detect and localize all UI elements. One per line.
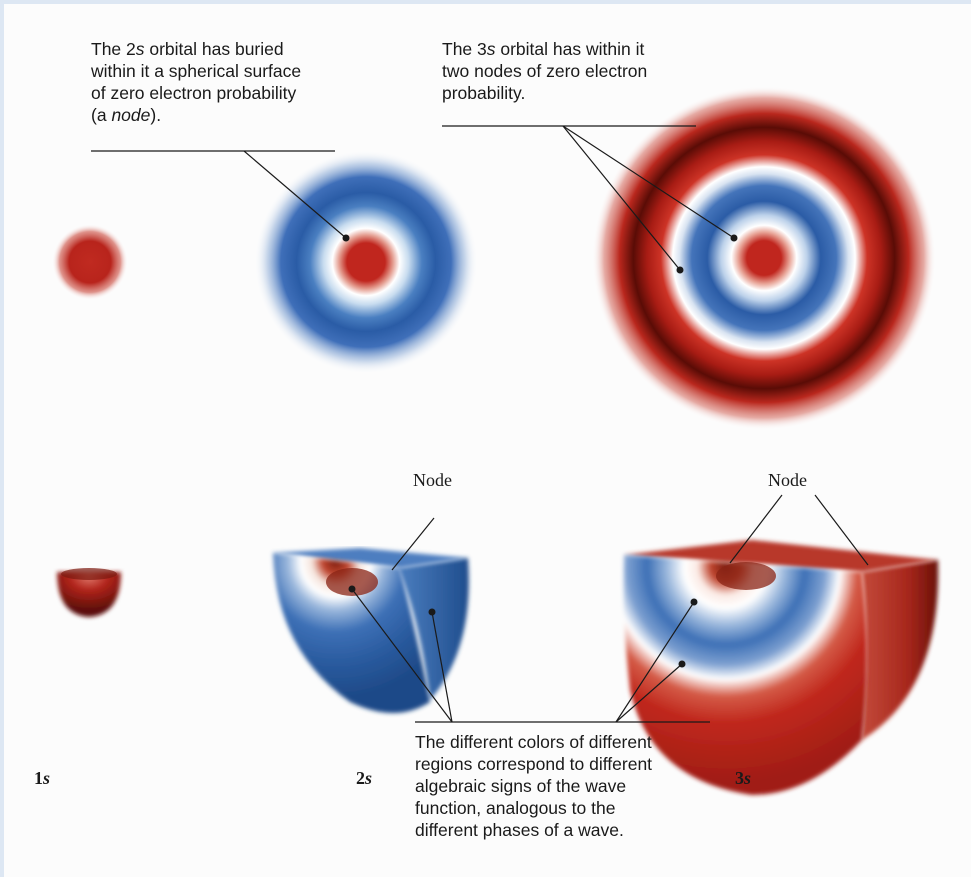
callout-colors-line-4: function, analogous to the [415, 798, 616, 818]
orbital-3s-sphere [592, 86, 936, 430]
orbital-3s-cutaway [623, 540, 939, 795]
callout-colors-line-2: regions correspond to different [415, 754, 653, 774]
node-label-2s: Node [413, 470, 452, 490]
callout-3s-nodes: The 3s orbital has within it two nodes o… [442, 38, 647, 104]
callout-2s-line-3: of zero electron probability [91, 83, 297, 103]
callout-2s-line-1: The 2s orbital has buried [91, 39, 284, 59]
callout-2s-line-2: within it a spherical surface [91, 61, 302, 81]
callout-3s-line-3: probability. [442, 83, 526, 103]
orbital-2s-cutaway [273, 548, 469, 713]
node-label-3s: Node [768, 470, 807, 490]
orbital-1s-sphere [52, 224, 128, 300]
orbital-label-1s: 1s [34, 768, 51, 788]
orbital-label-3s: 3s [735, 768, 752, 788]
callout-colors-line-1: The different colors of different [415, 732, 652, 752]
pointer-dots [342, 234, 738, 668]
leader-lines [91, 125, 869, 723]
orbital-label-2s: 2s [356, 768, 373, 788]
callout-colors-line-3: algebraic signs of the wave [415, 776, 627, 796]
callout-3s-line-1: The 3s orbital has within it [442, 39, 645, 59]
orbital-2s-sphere [254, 150, 478, 374]
callout-phase-colors: The different colors of different region… [415, 731, 652, 841]
callout-2s-line-4: (a node). [91, 105, 162, 125]
callout-colors-line-5: different phases of a wave. [415, 820, 624, 840]
callout-3s-line-2: two nodes of zero electron [442, 61, 648, 81]
callout-2s-node: The 2s orbital has buried within it a sp… [91, 38, 301, 126]
orbital-1s-cutaway [57, 568, 121, 617]
